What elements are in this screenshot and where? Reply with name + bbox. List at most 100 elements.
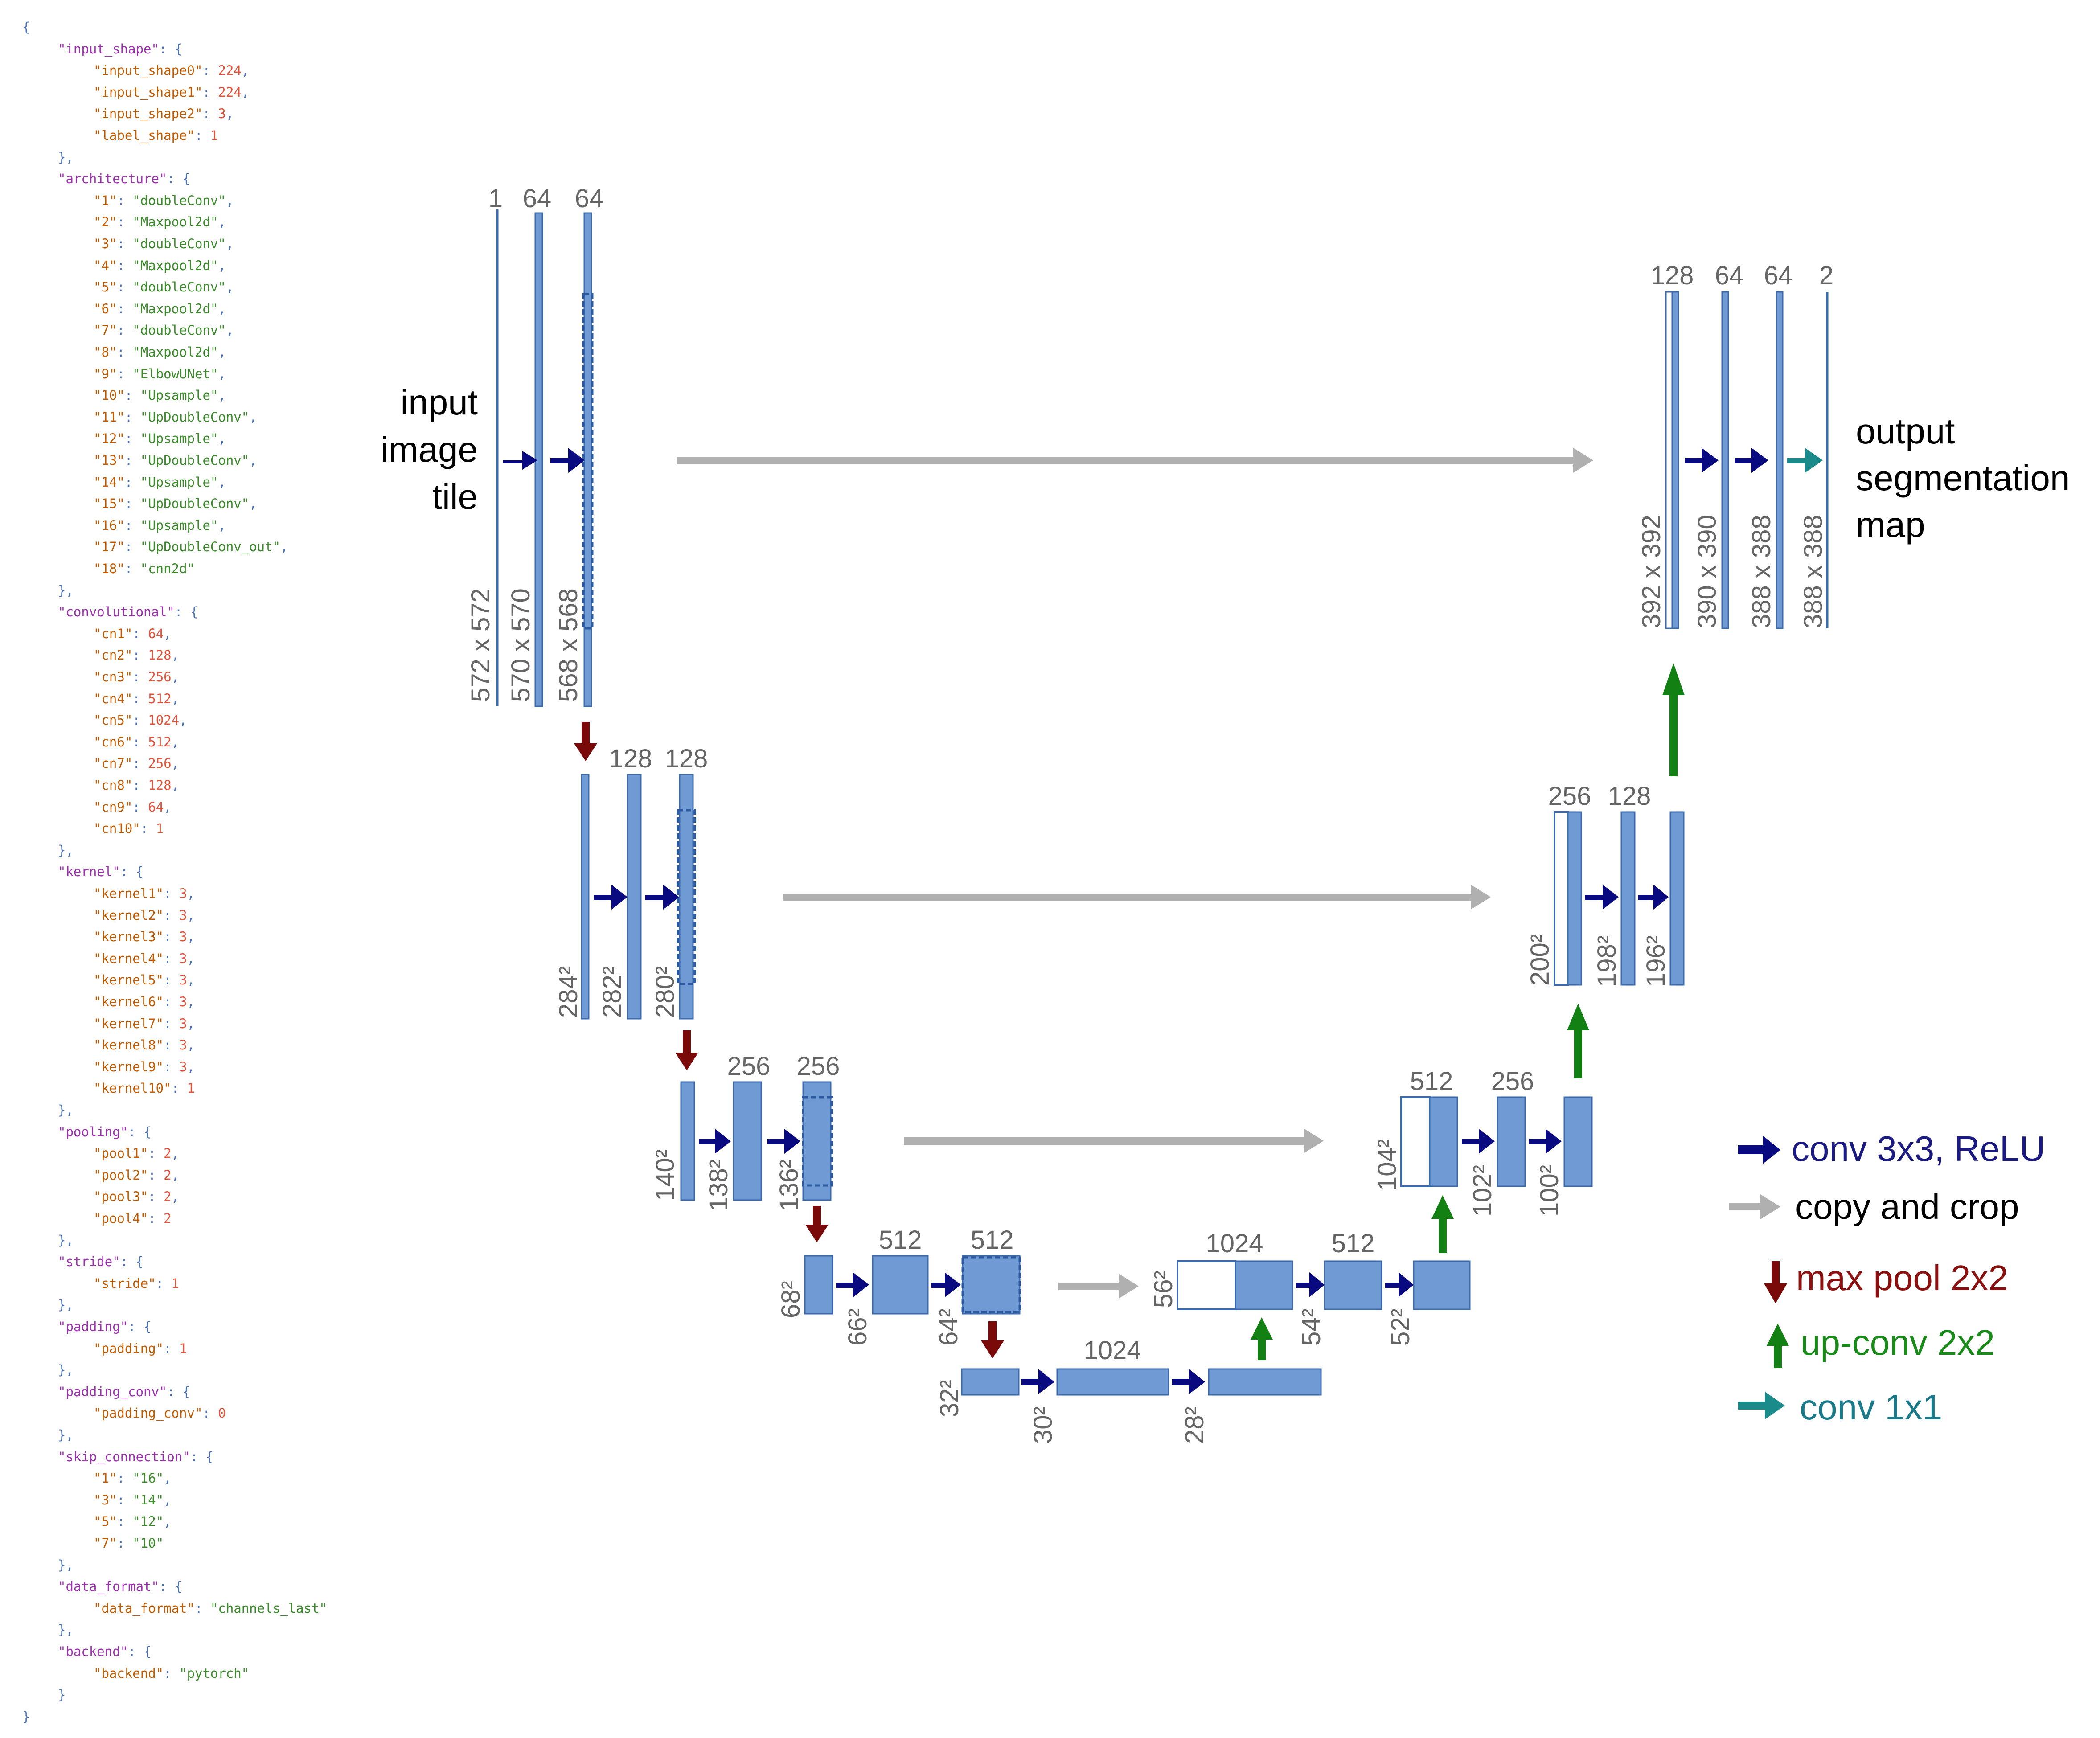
- json-entry-skip_connection-1: "1": "16",: [94, 1471, 172, 1486]
- legend-copy-label: copy and crop: [1795, 1187, 2019, 1226]
- size-label-100: 100²: [1535, 1165, 1564, 1217]
- json-entry-architecture-5: "5": "doubleConv",: [94, 279, 234, 295]
- feature-map-388: [1776, 291, 1784, 629]
- channel-label-256a: 256: [727, 1052, 771, 1081]
- feature-map-140: [680, 1081, 695, 1201]
- legend-conv1x1-label: conv 1x1: [1800, 1387, 1942, 1427]
- json-entry-kernel-kernel10: "kernel10": 1: [94, 1081, 195, 1096]
- feature-map-30: [1056, 1368, 1169, 1396]
- channel-label-u64a: 64: [1715, 261, 1744, 290]
- conv-arrow-3a: [699, 1129, 731, 1154]
- json-entry-kernel-kernel6: "kernel6": 3,: [94, 994, 195, 1009]
- size-label-568: 568 x 568: [554, 588, 583, 702]
- size-label-390: 390 x 390: [1693, 515, 1722, 628]
- json-entry-stride-stride: "stride": 1: [94, 1275, 180, 1291]
- channel-label-1024a: 1024: [1083, 1336, 1141, 1365]
- size-label-282: 282²: [598, 966, 627, 1018]
- feature-map-66: [872, 1255, 929, 1315]
- conv-arrow-2a: [594, 885, 628, 910]
- json-group-close-kernel: },: [58, 1103, 74, 1118]
- upconv-arrow-2: [1431, 1195, 1454, 1253]
- json-entry-convolutional-cn10: "cn10": 1: [94, 821, 164, 836]
- json-entry-architecture-13: "13": "UpDoubleConv",: [94, 453, 257, 468]
- upsampled-map-104: [1429, 1096, 1458, 1187]
- conv-arrow-7a: [1462, 1129, 1495, 1154]
- json-group-convolutional: "convolutional": {: [58, 604, 198, 620]
- conv-arrow-6a: [1296, 1272, 1325, 1297]
- size-label-140: 140²: [651, 1149, 680, 1201]
- input-label-line1: input: [401, 382, 478, 422]
- json-group-architecture: "architecture": {: [58, 171, 190, 187]
- json-entry-convolutional-cn1: "cn1": 64,: [94, 626, 172, 641]
- json-entry-pooling-pool3: "pool3": 2,: [94, 1189, 180, 1205]
- json-entry-convolutional-cn3: "cn3": 256,: [94, 669, 180, 685]
- json-group-close-skip_connection: },: [58, 1557, 74, 1573]
- feature-map-68: [804, 1255, 833, 1315]
- json-group-backend: "backend": {: [58, 1644, 152, 1659]
- json-group-input_shape: "input_shape": {: [58, 41, 183, 57]
- size-label-388a: 388 x 388: [1747, 515, 1776, 628]
- json-entry-architecture-1: "1": "doubleConv",: [94, 193, 234, 208]
- crop-region-4: [961, 1256, 1021, 1313]
- json-entry-skip_connection-3: "3": "14",: [94, 1492, 172, 1508]
- size-label-66: 66²: [843, 1308, 872, 1346]
- conv-arrow-3b: [767, 1129, 800, 1154]
- channel-label-64a: 64: [523, 184, 552, 213]
- feature-map-136: [802, 1081, 832, 1201]
- json-entry-skip_connection-5: "5": "12",: [94, 1514, 172, 1529]
- json-entry-convolutional-cn6: "cn6": 512,: [94, 734, 180, 750]
- json-entry-kernel-kernel8: "kernel8": 3,: [94, 1037, 195, 1053]
- size-label-392: 392 x 392: [1637, 515, 1666, 628]
- json-entry-architecture-15: "15": "UpDoubleConv",: [94, 496, 257, 512]
- json-group-close-padding: },: [58, 1362, 74, 1378]
- size-label-52: 52²: [1386, 1308, 1415, 1346]
- json-entry-architecture-17: "17": "UpDoubleConv_out",: [94, 539, 288, 555]
- json-entry-convolutional-cn7: "cn7": 256,: [94, 756, 180, 771]
- size-label-284: 284²: [554, 966, 583, 1018]
- json-entry-architecture-8: "8": "Maxpool2d",: [94, 344, 226, 360]
- size-label-32: 32²: [935, 1380, 964, 1417]
- json-group-close-padding_conv: },: [58, 1427, 74, 1443]
- size-label-102: 102²: [1468, 1165, 1497, 1217]
- maxpool-arrow-1: [574, 722, 597, 761]
- feature-map-282: [627, 774, 642, 1020]
- json-entry-architecture-9: "9": "ElbowUNet",: [94, 366, 226, 381]
- copy-crop-arrow-1: [677, 448, 1593, 473]
- cropped-copy-200: [1554, 811, 1569, 986]
- upsampled-map-56: [1235, 1260, 1293, 1310]
- json-entry-architecture-18: "18": "cnn2d": [94, 561, 195, 576]
- feature-map-32: [961, 1368, 1020, 1396]
- json-entry-architecture-3: "3": "doubleConv",: [94, 236, 234, 251]
- channel-label-64b: 64: [575, 184, 604, 213]
- maxpool-arrow-4: [981, 1321, 1004, 1358]
- channel-label-128b: 128: [665, 744, 708, 773]
- json-group-pooling: "pooling": {: [58, 1124, 152, 1140]
- json-group-close-backend: }: [58, 1687, 66, 1703]
- feature-map-138: [733, 1081, 762, 1201]
- cropped-copy-104: [1400, 1096, 1431, 1187]
- channel-label-512a: 512: [879, 1226, 922, 1254]
- json-entry-convolutional-cn2: "cn2": 128,: [94, 648, 180, 663]
- conv-arrow-5a: [1021, 1369, 1054, 1394]
- channel-label-u64b: 64: [1764, 261, 1793, 290]
- json-entry-architecture-11: "11": "UpDoubleConv",: [94, 409, 257, 425]
- output-label-line2: segmentation: [1856, 458, 2070, 498]
- maxpool-arrow-2: [675, 1030, 698, 1070]
- size-label-30: 30²: [1029, 1406, 1058, 1444]
- json-entry-kernel-kernel1: "kernel1": 3,: [94, 886, 195, 901]
- json-open-brace: {: [22, 20, 30, 35]
- json-entry-kernel-kernel3: "kernel3": 3,: [94, 929, 195, 945]
- conv-arrow-1a: [503, 451, 537, 470]
- channel-label-u256b: 256: [1548, 782, 1591, 811]
- cropped-copy-392: [1665, 291, 1673, 629]
- feature-map-390: [1721, 291, 1729, 629]
- size-label-104: 104²: [1373, 1139, 1402, 1191]
- size-label-136: 136²: [775, 1160, 804, 1211]
- json-group-close-data_format: },: [58, 1622, 74, 1638]
- json-entry-architecture-16: "16": "Upsample",: [94, 517, 226, 533]
- feature-map-196: [1669, 811, 1685, 986]
- feature-map-280: [679, 774, 694, 1020]
- legend-conv1x1-arrow: [1738, 1392, 1785, 1419]
- upconv-arrow-3: [1567, 1004, 1589, 1078]
- json-group-data_format: "data_format": {: [58, 1579, 183, 1595]
